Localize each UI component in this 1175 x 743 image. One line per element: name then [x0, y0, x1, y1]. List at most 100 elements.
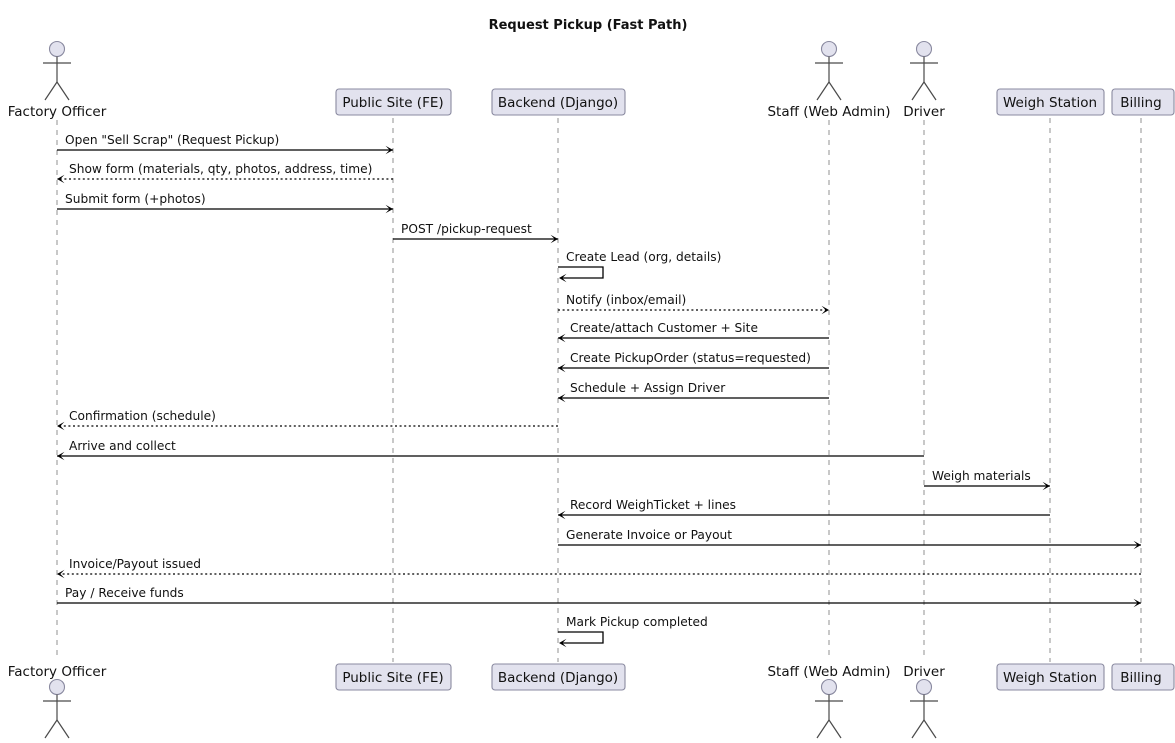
arrow-head-icon: [550, 234, 558, 244]
participant-backend-top[interactable]: Backend (Django): [491, 88, 626, 116]
participant-factory_officer-top[interactable]: Factory Officer: [8, 40, 107, 121]
actor-head-icon: [820, 40, 838, 58]
participant-box: [335, 663, 452, 691]
actor-leg-left: [911, 719, 925, 739]
message-11[interactable]: Arrive and collect: [57, 439, 924, 461]
arrow-head-icon: [57, 451, 65, 461]
participant-box: [491, 88, 626, 116]
actor-head-icon: [820, 678, 838, 696]
participant-label: Billing: [1120, 670, 1161, 686]
participant-box: [996, 663, 1105, 691]
message-8[interactable]: Create PickupOrder (status=requested): [558, 351, 829, 373]
message-17[interactable]: Mark Pickup completed: [558, 615, 708, 648]
actor-leg-right: [56, 81, 70, 101]
message-label: Weigh materials: [932, 469, 1031, 483]
participant-public_site-bottom[interactable]: Public Site (FE): [335, 663, 452, 691]
message-4[interactable]: POST /pickup-request: [393, 222, 558, 244]
arrow-head-icon: [57, 569, 65, 579]
participant-box: [996, 88, 1105, 116]
message-label: Record WeighTicket + lines: [570, 498, 736, 512]
message-label: Confirmation (schedule): [69, 409, 216, 423]
actor-leg-right: [56, 719, 70, 739]
arrow-head-icon: [821, 305, 829, 315]
message-label: Schedule + Assign Driver: [570, 381, 726, 395]
title-layer: Request Pickup (Fast Path): [489, 18, 688, 33]
message-label: Create Lead (org, details): [566, 250, 721, 264]
participant-weigh_station-top[interactable]: Weigh Station: [996, 88, 1105, 116]
arrow-head-icon: [385, 204, 393, 214]
message-label: Invoice/Payout issued: [69, 557, 201, 571]
arrow-head-icon: [559, 273, 567, 283]
arrow-head-icon: [57, 174, 65, 184]
participant-label: Factory Officer: [8, 104, 107, 120]
message-9[interactable]: Schedule + Assign Driver: [558, 381, 829, 403]
message-16[interactable]: Pay / Receive funds: [57, 586, 1141, 608]
message-15[interactable]: Invoice/Payout issued: [57, 557, 1141, 579]
message-1[interactable]: Open "Sell Scrap" (Request Pickup): [57, 133, 393, 155]
arrow-head-icon: [385, 145, 393, 155]
message-label: Notify (inbox/email): [566, 293, 686, 307]
actor-leg-left: [816, 719, 830, 739]
arrow-head-icon: [1133, 540, 1141, 550]
participant-driver-top[interactable]: Driver: [903, 40, 945, 121]
messages-layer: Open "Sell Scrap" (Request Pickup) Show f…: [57, 133, 1141, 648]
message-label: Arrive and collect: [69, 439, 176, 453]
participant-label: Backend (Django): [498, 95, 618, 111]
actor-leg-right: [923, 81, 937, 101]
participant-label: Weigh Station: [1003, 670, 1097, 686]
participant-box: [1111, 663, 1175, 691]
participant-box: [1111, 88, 1175, 116]
arrow-head-icon: [1133, 598, 1141, 608]
actor-leg-left: [44, 81, 58, 101]
message-2[interactable]: Show form (materials, qty, photos, addre…: [57, 162, 393, 184]
actor-head-icon: [915, 678, 933, 696]
message-label: Submit form (+photos): [65, 192, 206, 206]
message-3[interactable]: Submit form (+photos): [57, 192, 393, 214]
participant-backend-bottom[interactable]: Backend (Django): [491, 663, 626, 691]
actor-leg-left: [911, 81, 925, 101]
arrow-head-icon: [1042, 481, 1050, 491]
diagram-title: Request Pickup (Fast Path): [489, 18, 688, 33]
message-12[interactable]: Weigh materials: [924, 469, 1050, 491]
message-5[interactable]: Create Lead (org, details): [558, 250, 721, 283]
participant-public_site-top[interactable]: Public Site (FE): [335, 88, 452, 116]
message-label: Open "Sell Scrap" (Request Pickup): [65, 133, 279, 147]
message-14[interactable]: Generate Invoice or Payout: [558, 528, 1141, 550]
participant-label: Staff (Web Admin): [767, 104, 890, 120]
message-10[interactable]: Confirmation (schedule): [57, 409, 558, 431]
participant-driver-bottom[interactable]: Driver: [903, 664, 945, 739]
message-label: Show form (materials, qty, photos, addre…: [69, 162, 372, 176]
actor-head-icon: [48, 678, 66, 696]
participant-weigh_station-bottom[interactable]: Weigh Station: [996, 663, 1105, 691]
message-line: [558, 266, 604, 279]
message-label: Create PickupOrder (status=requested): [570, 351, 811, 365]
message-13[interactable]: Record WeighTicket + lines: [558, 498, 1050, 520]
participant-billing-bottom[interactable]: Billing: [1111, 663, 1175, 691]
participant-label: Driver: [903, 104, 945, 120]
participant-staff-top[interactable]: Staff (Web Admin): [767, 40, 891, 121]
message-label: Mark Pickup completed: [566, 615, 708, 629]
message-label: Pay / Receive funds: [65, 586, 184, 600]
arrow-head-icon: [558, 393, 566, 403]
actor-leg-left: [816, 81, 830, 101]
participant-staff-bottom[interactable]: Staff (Web Admin): [767, 664, 891, 739]
actor-leg-left: [44, 719, 58, 739]
message-line: [558, 631, 604, 644]
arrow-head-icon: [558, 510, 566, 520]
message-label: POST /pickup-request: [401, 222, 532, 236]
arrow-head-icon: [558, 333, 566, 343]
participant-factory_officer-bottom[interactable]: Factory Officer: [8, 664, 107, 739]
participant-label: Billing: [1120, 95, 1161, 111]
participant-billing-top[interactable]: Billing: [1111, 88, 1175, 116]
arrow-head-icon: [57, 421, 65, 431]
message-6[interactable]: Notify (inbox/email): [558, 293, 829, 315]
participant-label: Backend (Django): [498, 670, 618, 686]
actor-leg-right: [923, 719, 937, 739]
participant-label: Staff (Web Admin): [767, 664, 890, 680]
actor-head-icon: [48, 40, 66, 58]
participant-label: Driver: [903, 664, 945, 680]
message-label: Create/attach Customer + Site: [570, 321, 758, 335]
arrow-head-icon: [559, 638, 567, 648]
message-7[interactable]: Create/attach Customer + Site: [558, 321, 829, 343]
